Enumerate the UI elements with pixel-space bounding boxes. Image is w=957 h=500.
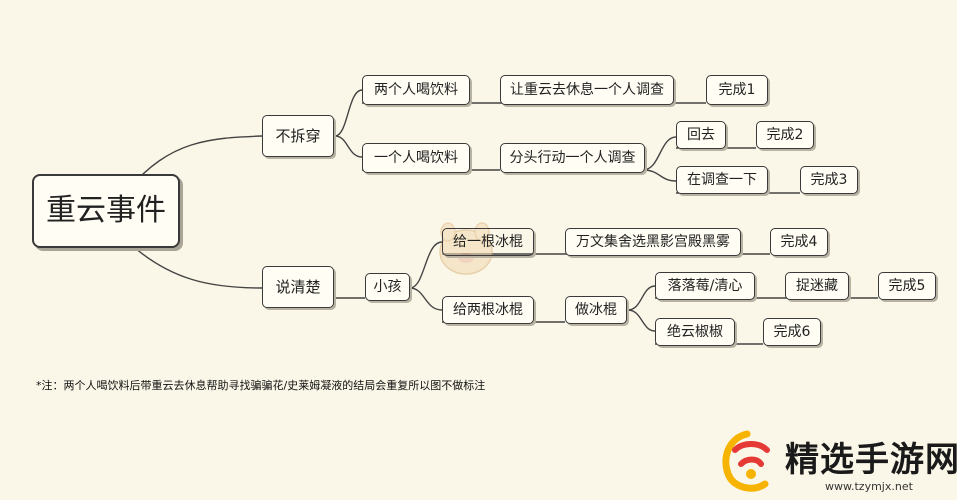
node-make-ice-label: 做冰棍 xyxy=(575,302,617,318)
site-title: 精选手游网 xyxy=(785,440,957,480)
node-complete6: 完成6 xyxy=(763,318,821,346)
branch-no-expose-label: 不拆穿 xyxy=(275,126,321,145)
node-give-two-label: 给两根冰棍 xyxy=(453,302,523,318)
site-logo-icon xyxy=(722,430,770,492)
node-split-up-label: 分头行动一个人调查 xyxy=(509,150,636,166)
node-luoluo-label: 落落莓/清心 xyxy=(667,278,743,294)
node-two-drink-label: 两个人喝饮料 xyxy=(374,82,458,98)
footnote: *注：两个人喝饮料后带重云去休息帮助寻找骗骗花/史莱姆凝液的结局会重复所以图不做… xyxy=(36,379,486,392)
node-go-back: 回去 xyxy=(676,121,726,149)
node-complete2-label: 完成2 xyxy=(766,127,804,143)
root-label: 重云事件 xyxy=(46,193,166,228)
node-complete5: 完成5 xyxy=(878,272,936,300)
node-investigate-again: 在调查一下 xyxy=(676,166,768,194)
pig-watermark-icon xyxy=(439,222,493,275)
node-give-one: 给一根冰棍 xyxy=(442,228,534,256)
branch-explain-label: 说清楚 xyxy=(275,277,321,296)
site-url: www.tzymjx.net xyxy=(825,480,913,493)
branch-no-expose: 不拆穿 xyxy=(262,115,334,157)
node-one-drink-label: 一个人喝饮料 xyxy=(374,150,458,166)
node-two-drink: 两个人喝饮料 xyxy=(362,75,470,105)
node-jueyun: 绝云椒椒 xyxy=(655,318,735,346)
node-complete1-label: 完成1 xyxy=(718,82,756,98)
node-give-one-label: 给一根冰棍 xyxy=(453,234,523,250)
node-go-back-label: 回去 xyxy=(687,127,715,143)
node-split-up: 分头行动一个人调查 xyxy=(500,143,645,173)
node-complete1: 完成1 xyxy=(706,75,768,105)
node-wanwen-label: 万文集舍选黑影宫殿黑雾 xyxy=(576,234,730,250)
node-complete4-label: 完成4 xyxy=(780,234,818,250)
node-let-rest: 让重云去休息一个人调查 xyxy=(500,75,674,105)
branch-explain: 说清楚 xyxy=(262,266,334,308)
node-complete3-label: 完成3 xyxy=(810,172,848,188)
node-complete6-label: 完成6 xyxy=(773,324,811,340)
node-luoluo: 落落莓/清心 xyxy=(655,272,755,300)
node-give-two: 给两根冰棍 xyxy=(442,296,534,324)
node-complete2: 完成2 xyxy=(756,121,814,149)
node-complete4: 完成4 xyxy=(770,228,828,256)
node-complete5-label: 完成5 xyxy=(888,278,926,294)
node-make-ice: 做冰棍 xyxy=(565,296,627,324)
root-node: 重云事件 xyxy=(32,174,180,248)
site-watermark: 精选手游网 www.tzymjx.net xyxy=(707,428,957,500)
node-hide-seek-label: 捉迷藏 xyxy=(796,278,838,294)
node-jueyun-label: 绝云椒椒 xyxy=(667,324,723,340)
node-let-rest-label: 让重云去休息一个人调查 xyxy=(510,82,664,98)
node-wanwen: 万文集舍选黑影宫殿黑雾 xyxy=(565,228,741,256)
node-child-label: 小孩 xyxy=(373,279,402,295)
node-investigate-again-label: 在调查一下 xyxy=(687,172,757,188)
node-child: 小孩 xyxy=(365,273,410,301)
node-one-drink: 一个人喝饮料 xyxy=(362,143,470,173)
node-hide-seek: 捉迷藏 xyxy=(785,272,849,300)
node-complete3: 完成3 xyxy=(800,166,858,194)
